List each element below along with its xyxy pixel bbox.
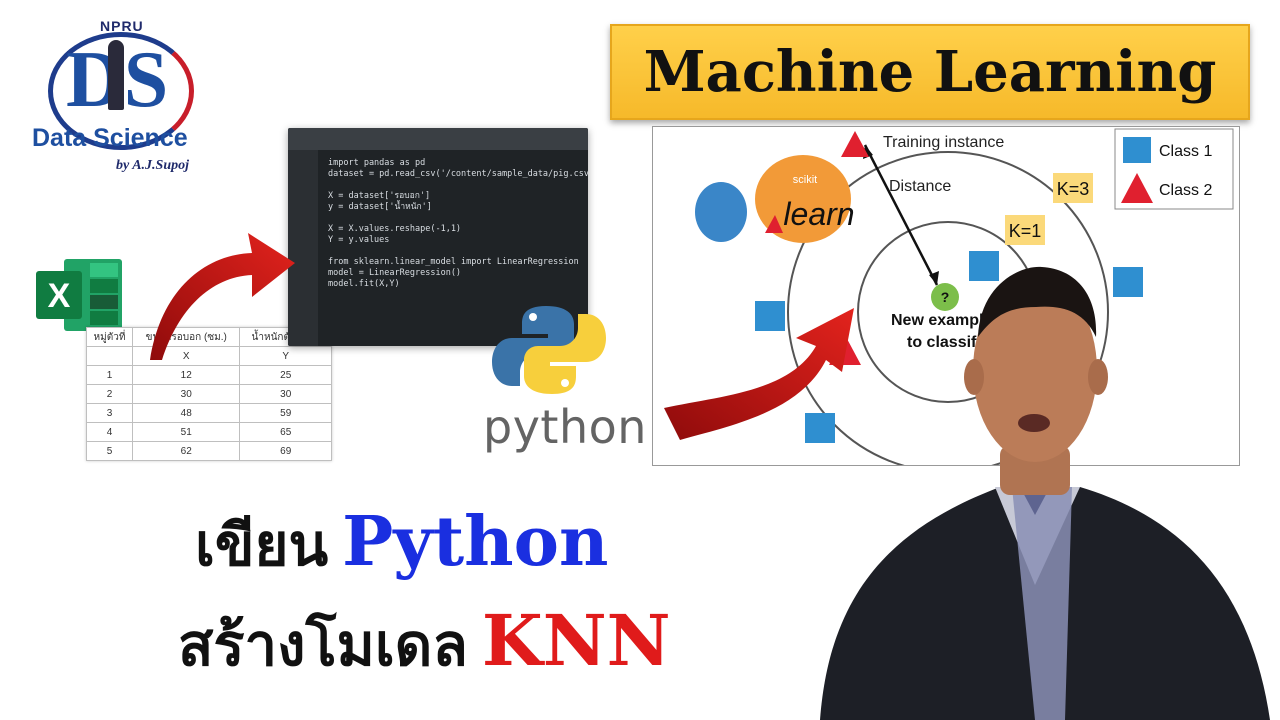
query-point bbox=[931, 283, 959, 311]
class1-square-icon bbox=[755, 301, 785, 331]
distance-label: Distance bbox=[889, 178, 951, 195]
code-line: model = LinearRegression() bbox=[328, 268, 462, 278]
distance-arrow bbox=[863, 144, 939, 286]
editor-toolbar bbox=[288, 128, 588, 150]
k3-badge bbox=[1053, 173, 1093, 203]
training-instance-label: Training instance bbox=[883, 134, 1004, 151]
sklearn-orange-blob-icon bbox=[755, 155, 851, 243]
table-cell: 25 bbox=[239, 365, 332, 385]
code-line: from sklearn.linear_model import LinearR… bbox=[328, 257, 579, 267]
title-line1-english: Python bbox=[342, 502, 609, 582]
table-cell: 5 bbox=[86, 441, 133, 461]
red-arrow-icon bbox=[664, 308, 854, 440]
red-arrow-icon bbox=[150, 233, 295, 360]
table-cell: 48 bbox=[131, 403, 241, 423]
code-line: Y = y.values bbox=[328, 235, 390, 245]
code-line: model.fit(X,Y) bbox=[328, 279, 400, 289]
table-cell: 59 bbox=[239, 403, 332, 423]
title-line2-thai: สร้างโมเดล bbox=[178, 611, 468, 679]
code-line: X = X.values.reshape(-1,1) bbox=[328, 224, 462, 234]
sklearn-big-text: learn bbox=[783, 196, 854, 232]
banner-title: Machine Learning bbox=[643, 39, 1217, 105]
table-row: 5 62 69 bbox=[86, 441, 332, 461]
distance-arrow-head-icon bbox=[929, 271, 939, 285]
query-mark: ? bbox=[941, 289, 950, 305]
code-line: X = dataset['รอบอก'] bbox=[328, 191, 431, 201]
logo-person-icon bbox=[108, 40, 124, 110]
editor-sidebar bbox=[288, 150, 318, 346]
table-row: 1 12 25 bbox=[86, 365, 332, 385]
class1-square-icon bbox=[1113, 267, 1143, 297]
table-cell: 65 bbox=[239, 422, 332, 442]
class1-square-icon bbox=[969, 251, 999, 281]
table-cell: 62 bbox=[131, 441, 241, 461]
table-cell: 30 bbox=[131, 384, 241, 404]
logo-name: Data Science bbox=[32, 124, 188, 152]
python-wordmark: python bbox=[483, 400, 647, 454]
code-line: dataset = pd.read_csv('/content/sample_d… bbox=[328, 169, 588, 179]
legend-class1-square-icon bbox=[1123, 137, 1151, 163]
class2-triangle-icon bbox=[841, 131, 869, 157]
data-science-logo: NPRU DS Data Science by A.J.Supoj bbox=[30, 18, 220, 188]
new-example-line1: New example bbox=[891, 312, 992, 329]
code-line: y = dataset['น้ำหนัก'] bbox=[328, 202, 432, 212]
legend-class2-triangle-icon bbox=[1121, 173, 1153, 203]
table-subheader-cell bbox=[86, 346, 133, 366]
code-line: import pandas as pd bbox=[328, 158, 426, 168]
k3-boundary-circle bbox=[787, 151, 1109, 465]
excel-icon: X bbox=[36, 259, 122, 331]
table-cell: 12 bbox=[131, 365, 241, 385]
new-example-line2: to classify bbox=[907, 334, 985, 351]
excel-letter: X bbox=[48, 277, 71, 315]
table-row: 2 30 30 bbox=[86, 384, 332, 404]
table-row: 4 51 65 bbox=[86, 422, 332, 442]
python-snake-icon bbox=[492, 306, 606, 394]
table-cell: 69 bbox=[239, 441, 332, 461]
knn-diagram: Training instance Distance K=3 K=1 Class… bbox=[652, 126, 1240, 466]
table-cell: 51 bbox=[131, 422, 241, 442]
class2-triangle-icon bbox=[765, 215, 783, 233]
table-header-cell: หมู่ตัวที่ bbox=[86, 327, 133, 347]
table-cell: 3 bbox=[86, 403, 133, 423]
table-cell: 1 bbox=[86, 365, 133, 385]
k1-badge bbox=[1005, 215, 1045, 245]
logo-byline: by A.J.Supoj bbox=[116, 158, 189, 173]
python-logo: python bbox=[480, 300, 646, 460]
class1-square-icon bbox=[805, 413, 835, 443]
machine-learning-banner: Machine Learning bbox=[610, 24, 1250, 120]
title-line2-english: KNN bbox=[481, 599, 671, 682]
table-cell: 30 bbox=[239, 384, 332, 404]
sklearn-blue-blob-icon bbox=[695, 182, 747, 242]
legend-class2-label: Class 2 bbox=[1159, 182, 1212, 199]
code-block: import pandas as pd dataset = pd.read_cs… bbox=[328, 158, 588, 290]
title-line1-thai: เขียน bbox=[195, 511, 329, 579]
code-editor-screenshot: import pandas as pd dataset = pd.read_cs… bbox=[288, 128, 588, 346]
k1-label: K=1 bbox=[1009, 221, 1042, 241]
logo-npru-text: NPRU bbox=[100, 18, 144, 34]
k3-label: K=3 bbox=[1057, 179, 1090, 199]
table-cell: 4 bbox=[86, 422, 133, 442]
table-row: 3 48 59 bbox=[86, 403, 332, 423]
table-cell: 2 bbox=[86, 384, 133, 404]
sklearn-small-text: scikit bbox=[793, 174, 817, 186]
logo-ring bbox=[48, 32, 194, 150]
legend-class1-label: Class 1 bbox=[1159, 143, 1212, 160]
presenter-photo bbox=[820, 266, 1270, 720]
